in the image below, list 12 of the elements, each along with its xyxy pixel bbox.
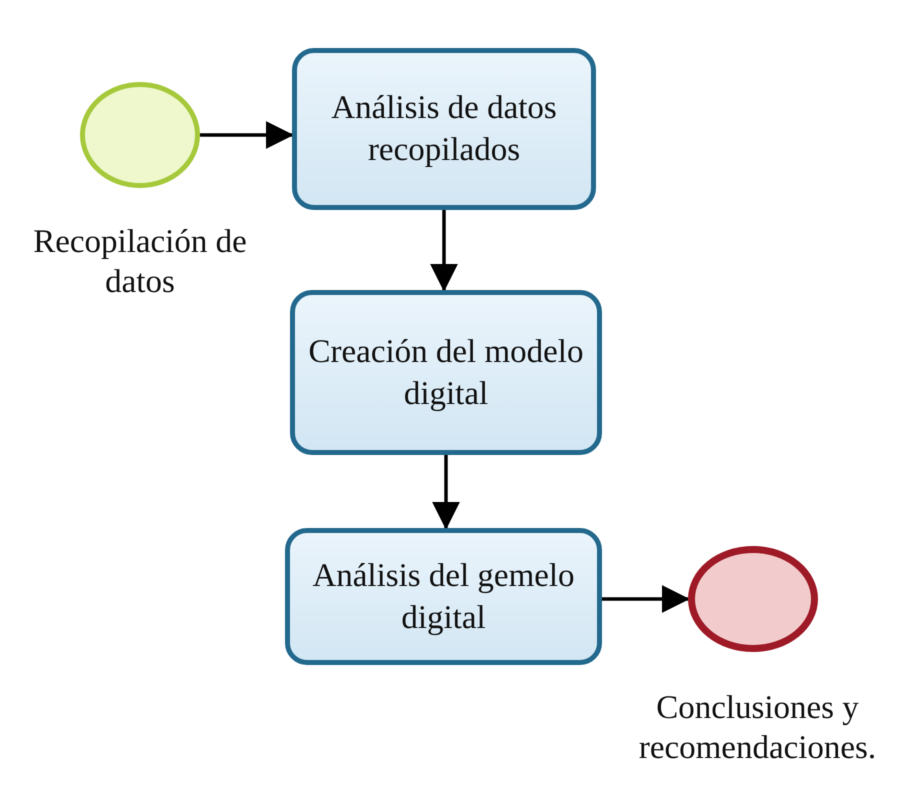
arrow bbox=[200, 121, 294, 149]
task-box bbox=[292, 48, 596, 210]
task-label: Análisis del gemelo digital bbox=[311, 556, 576, 638]
task-label: Análisis de datos recopilados bbox=[330, 89, 558, 170]
arrow bbox=[432, 455, 460, 530]
task-box bbox=[285, 528, 602, 665]
arrow bbox=[602, 585, 690, 613]
task-box bbox=[290, 290, 602, 455]
event-label: Recopilación de datos bbox=[32, 223, 248, 302]
task-label: Creación del modelo digital bbox=[308, 332, 584, 414]
event-label: Conclusiones y recomendaciones. bbox=[638, 689, 878, 768]
arrow bbox=[430, 210, 458, 292]
